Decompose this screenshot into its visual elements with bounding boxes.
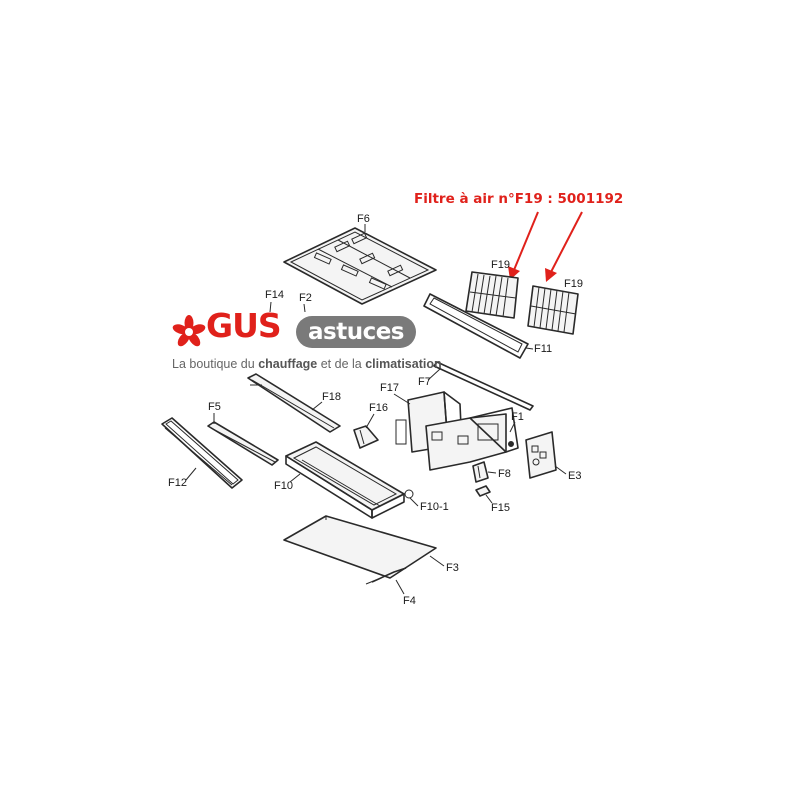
label-f7: F7 — [418, 376, 431, 388]
part-e3-side-panel — [525, 431, 557, 479]
label-f19-left: F19 — [491, 259, 510, 271]
label-f15: F15 — [491, 502, 510, 514]
part-f4-trim — [365, 567, 407, 585]
logo-tagline: La boutique du chauffage et de la climat… — [172, 357, 442, 371]
tagline-bold-2: climatisation — [365, 357, 442, 371]
part-f19-filter-left — [465, 271, 519, 319]
annotation-arrow-left — [508, 211, 539, 280]
logo-brand-text: GUS — [206, 306, 282, 345]
label-f12: F12 — [168, 477, 187, 489]
label-f1: F1 — [511, 411, 524, 423]
part-f19-filter-right — [527, 285, 579, 335]
label-f10-1: F10-1 — [420, 501, 449, 513]
part-f15-clip — [475, 485, 491, 497]
part-f7-rail — [433, 361, 534, 411]
part-f10-drain-pan — [285, 441, 414, 519]
tagline-pre: La boutique du — [172, 357, 259, 371]
label-f4: F4 — [403, 595, 416, 607]
tagline-bold-1: chauffage — [258, 357, 318, 371]
label-f2: F2 — [299, 292, 312, 304]
label-f10: F10 — [274, 480, 293, 492]
label-f19-right: F19 — [564, 278, 583, 290]
part-f6-top-panel — [283, 227, 437, 305]
part-f12-frame — [161, 417, 243, 489]
part-f18-channel — [247, 373, 341, 433]
part-f8-bracket — [472, 461, 489, 483]
tagline-mid: et de la — [317, 357, 366, 371]
part-f5-bar — [207, 421, 279, 466]
label-f6: F6 — [357, 213, 370, 225]
part-f16-bracket — [353, 425, 379, 449]
label-f8: F8 — [498, 468, 511, 480]
part-f3-bottom-panel — [283, 515, 437, 579]
flower-logo-icon — [172, 315, 206, 347]
label-f14: F14 — [265, 289, 284, 301]
label-f3: F3 — [446, 562, 459, 574]
part-f11-frame — [423, 293, 529, 359]
label-f17: F17 — [380, 382, 399, 394]
filter-annotation: Filtre à air n°F19 : 5001192 — [414, 191, 623, 207]
label-e3: E3 — [568, 470, 581, 482]
label-f11: F11 — [534, 343, 552, 355]
logo-pill-text: astuces — [296, 316, 417, 348]
label-f18: F18 — [322, 391, 341, 403]
label-f16: F16 — [369, 402, 388, 414]
gus-astuces-logo: GUS astuces La boutique du chauffage et … — [172, 306, 472, 382]
annotation-arrow-right — [545, 211, 583, 282]
label-f5: F5 — [208, 401, 221, 413]
part-f17-housing — [395, 391, 519, 471]
